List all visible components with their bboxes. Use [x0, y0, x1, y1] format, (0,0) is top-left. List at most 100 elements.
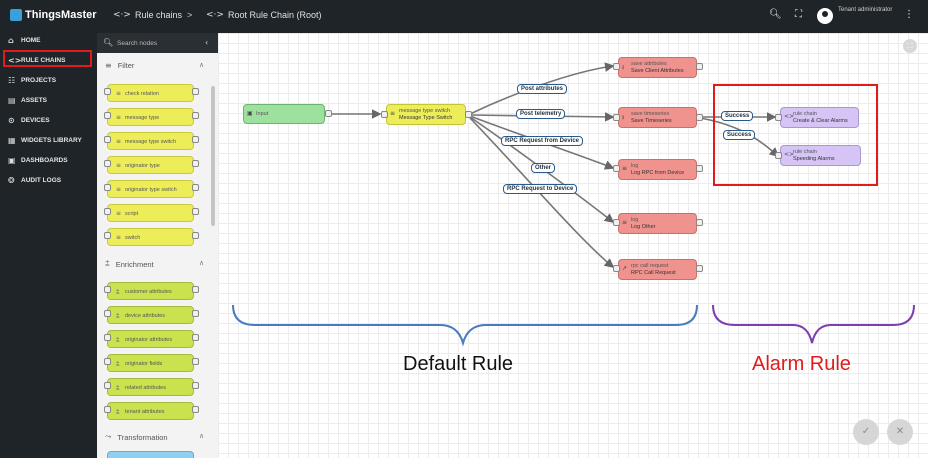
enrichment-icon: ⩲ — [116, 336, 120, 343]
library-node-script[interactable]: ≡script — [107, 204, 194, 222]
input-icon: ▣ — [247, 110, 253, 117]
sidebar-item-widgets-library[interactable]: ▦ WIDGETS LIBRARY — [8, 136, 82, 145]
library-port — [192, 136, 199, 143]
projects-icon: ☷ — [8, 76, 16, 85]
log-icon: ≡ — [622, 219, 628, 226]
node-label: Input — [256, 111, 269, 117]
library-node-label: switch — [125, 235, 141, 241]
node-port[interactable] — [465, 111, 472, 118]
node-save-client-attributes[interactable]: ⭳ save attributes Save Client Attributes — [618, 57, 697, 78]
sidebar-item-label: HOME — [21, 37, 41, 44]
sidebar-item-projects[interactable]: ☷ PROJECTS — [8, 76, 56, 85]
sidebar-item-home[interactable]: ⌂ HOME — [8, 36, 41, 45]
node-port[interactable] — [613, 265, 620, 272]
node-type: log — [631, 163, 639, 169]
node-log-other[interactable]: ≡ log Log Other — [618, 213, 697, 234]
home-icon: ⌂ — [8, 36, 14, 45]
library-node-transformation[interactable] — [107, 451, 194, 458]
library-port — [192, 184, 199, 191]
sidebar-item-audit-logs[interactable]: ❂ AUDIT LOGS — [8, 176, 61, 185]
sidebar-item-rule-chains[interactable]: <> RULE CHAINS — [8, 56, 65, 65]
edge-label-post-telemetry[interactable]: Post telemetry — [516, 109, 566, 119]
chevron-up-icon[interactable]: ∧ — [199, 61, 205, 69]
more-menu-icon[interactable]: ⋮ — [904, 9, 914, 20]
alarm-rule-label: Alarm Rule — [752, 353, 851, 375]
node-port[interactable] — [696, 265, 703, 272]
save-icon: ⭳ — [622, 64, 625, 71]
node-input[interactable]: ▣ Input — [243, 104, 325, 124]
library-node-originator-attributes[interactable]: ⩲originator attributes — [107, 330, 194, 348]
enrichment-icon: ⩲ — [116, 360, 120, 367]
edge-label-success-2[interactable]: Success — [723, 130, 756, 140]
node-port[interactable] — [613, 165, 620, 172]
section-filter-header[interactable]: ≡ Filter — [105, 61, 134, 70]
library-node-switch[interactable]: ≡switch — [107, 228, 194, 246]
node-create-clear-alarms[interactable]: <> rule chain Create & Clear Alarms — [780, 107, 859, 128]
node-library: 🔍︎ Search nodes ‹ ≡ Filter ∧ ≡check rela… — [97, 33, 218, 458]
default-rule-bracket — [232, 304, 698, 347]
app-logo[interactable]: ThingsMaster — [10, 9, 97, 21]
node-rpc-call-request[interactable]: ↗ rpc call request RPC Call Request — [618, 259, 697, 280]
edge-label-rpc-from-device[interactable]: RPC Request from Device — [501, 136, 584, 146]
node-port[interactable] — [613, 114, 620, 121]
node-type: save attributes — [631, 61, 667, 67]
fullscreen-icon[interactable]: ⛶ — [795, 9, 802, 20]
node-search-bar[interactable]: 🔍︎ Search nodes ‹ — [97, 33, 218, 53]
node-port[interactable] — [696, 165, 703, 172]
node-port[interactable] — [696, 63, 703, 70]
node-save-timeseries[interactable]: ⭳ save timeseries Save Timeseries — [618, 107, 697, 128]
node-name: Log RPC from Device — [631, 170, 685, 176]
chevron-up-icon[interactable]: ∧ — [199, 259, 205, 267]
transformation-icon: ⤳ — [105, 432, 112, 441]
node-port[interactable] — [696, 219, 703, 226]
library-port — [104, 112, 111, 119]
node-port[interactable] — [381, 111, 388, 118]
node-port[interactable] — [775, 114, 782, 121]
avatar[interactable] — [817, 8, 833, 24]
node-port[interactable] — [325, 110, 332, 117]
edge-label-success-1[interactable]: Success — [721, 111, 754, 121]
rule-chain-canvas[interactable] — [218, 33, 928, 458]
library-port — [192, 310, 199, 317]
discard-changes-button[interactable]: ✕ — [887, 419, 913, 445]
library-node-label: message type switch — [125, 139, 177, 145]
breadcrumb-rule-chains[interactable]: <·> Rule chains — [113, 10, 182, 20]
chevron-up-icon[interactable]: ∧ — [199, 432, 205, 440]
filter-icon: ≡ — [116, 186, 122, 193]
enrichment-icon: ⩲ — [116, 408, 120, 415]
enrichment-icon: ⩲ — [105, 259, 110, 268]
search-icon[interactable]: 🔍︎ — [769, 9, 782, 20]
apply-changes-button[interactable]: ✓ — [853, 419, 879, 445]
node-speeding-alarms[interactable]: <> rule chain Speeding Alarms — [780, 145, 861, 166]
node-log-rpc-from-device[interactable]: ≡ log Log RPC from Device — [618, 159, 697, 180]
edge-label-other[interactable]: Other — [531, 163, 556, 173]
node-message-type-switch[interactable]: ≡ message type switch Message Type Switc… — [386, 104, 466, 125]
canvas-fullscreen-button[interactable]: ⛶ — [903, 39, 917, 53]
library-port — [192, 112, 199, 119]
node-port[interactable] — [613, 63, 620, 70]
section-transformation-header[interactable]: ⤳ Transformation — [105, 432, 168, 442]
library-node-label: device attributes — [125, 313, 166, 319]
sidebar-item-dashboards[interactable]: ▣ DASHBOARDS — [8, 156, 68, 165]
breadcrumb-separator: > — [187, 10, 193, 20]
collapse-panel-icon[interactable]: ‹ — [205, 38, 209, 47]
search-input[interactable]: Search nodes — [117, 40, 158, 47]
sidebar-item-assets[interactable]: ▤ ASSETS — [8, 96, 47, 105]
library-port — [104, 286, 111, 293]
library-node-customer-attributes[interactable]: ⩲customer attributes — [107, 282, 194, 300]
library-scrollbar[interactable] — [211, 86, 215, 226]
sidebar-item-devices[interactable]: ⊙ DEVICES — [8, 116, 50, 125]
edge-label-rpc-to-device[interactable]: RPC Request to Device — [503, 184, 578, 194]
node-port[interactable] — [696, 114, 703, 121]
sidebar — [0, 33, 97, 458]
node-port[interactable] — [613, 219, 620, 226]
rule-chains-highlight — [3, 50, 92, 67]
node-port[interactable] — [775, 152, 782, 159]
node-name: Create & Clear Alarms — [793, 118, 848, 124]
library-port — [104, 136, 111, 143]
filter-icon: ≡ — [116, 138, 122, 145]
rule-chain-icon: <·> — [113, 10, 131, 20]
node-type: rule chain — [793, 149, 817, 155]
section-enrichment-header[interactable]: ⩲ Enrichment — [105, 259, 154, 269]
edge-label-post-attributes[interactable]: Post attributes — [517, 84, 568, 94]
